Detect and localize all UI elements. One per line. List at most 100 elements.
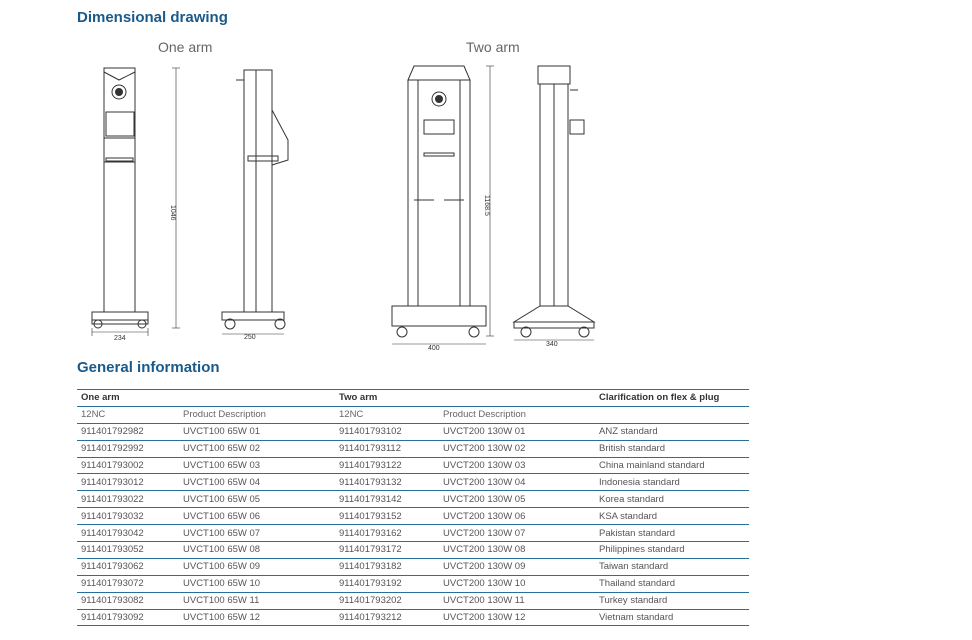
general-information-heading: General information <box>77 359 220 376</box>
one-arm-front-width-label: 234 <box>114 335 126 342</box>
two-arm-description-cell: UVCT200 130W 04 <box>439 473 595 492</box>
two-arm-description-cell: UVCT200 130W 07 <box>439 524 595 543</box>
one-arm-12nc-cell: 911401793022 <box>77 490 179 509</box>
one-arm-12nc-cell: 911401793082 <box>77 592 179 610</box>
dimensional-drawing-heading: Dimensional drawing <box>77 9 228 26</box>
general-information-table: One arm Two arm Clarification on flex & … <box>77 389 749 627</box>
header-blank <box>179 389 335 407</box>
two-arm-12nc-cell: 911401793132 <box>335 473 439 492</box>
clarification-cell: Pakistan standard <box>595 524 749 543</box>
two-arm-description-cell: UVCT200 130W 06 <box>439 507 595 526</box>
two-arm-description-cell: UVCT200 130W 01 <box>439 423 595 441</box>
one-arm-12nc-cell: 911401793072 <box>77 575 179 593</box>
two-arm-12nc-cell: 911401793102 <box>335 423 439 441</box>
two-arm-12nc-cell: 911401793212 <box>335 609 439 627</box>
one-arm-front-view: 234 1046 <box>91 67 180 342</box>
one-arm-12nc-cell: 911401793062 <box>77 558 179 576</box>
one-arm-12nc-cell: 911401793092 <box>77 609 179 627</box>
clarification-cell: Korea standard <box>595 490 749 509</box>
one-arm-description-cell: UVCT100 65W 10 <box>179 575 335 593</box>
two-arm-front-width-label: 400 <box>428 345 440 352</box>
clarification-cell: ANZ standard <box>595 423 749 441</box>
clarification-cell: Vietnam standard <box>595 609 749 627</box>
one-arm-side-width-label: 250 <box>244 334 256 341</box>
two-arm-description-cell: UVCT200 130W 03 <box>439 457 595 475</box>
subheader-product-description: Product Description <box>179 406 335 424</box>
one-arm-12nc-cell: 911401793012 <box>77 473 179 492</box>
one-arm-12nc-cell: 911401793052 <box>77 541 179 559</box>
one-arm-description-cell: UVCT100 65W 04 <box>179 473 335 492</box>
two-arm-12nc-cell: 911401793192 <box>335 575 439 593</box>
table-header-row: One arm Two arm Clarification on flex & … <box>77 389 749 407</box>
one-arm-12nc-cell: 911401793032 <box>77 507 179 526</box>
two-arm-12nc-cell: 911401793172 <box>335 541 439 559</box>
one-arm-12nc-cell: 911401792982 <box>77 423 179 441</box>
header-two-arm: Two arm <box>335 389 439 407</box>
subheader-12nc: 12NC <box>77 406 179 424</box>
two-arm-12nc-cell: 911401793122 <box>335 457 439 475</box>
two-arm-description-cell: UVCT200 130W 09 <box>439 558 595 576</box>
one-arm-description-cell: UVCT100 65W 03 <box>179 457 335 475</box>
one-arm-description-cell: UVCT100 65W 12 <box>179 609 335 627</box>
two-arm-description-cell: UVCT200 130W 10 <box>439 575 595 593</box>
clarification-cell: KSA standard <box>595 507 749 526</box>
two-arm-12nc-cell: 911401793182 <box>335 558 439 576</box>
one-arm-description-cell: UVCT100 65W 02 <box>179 440 335 458</box>
two-arm-description-cell: UVCT200 130W 08 <box>439 541 595 559</box>
one-arm-12nc-cell: 911401793002 <box>77 457 179 475</box>
clarification-cell: Philippines standard <box>595 541 749 559</box>
one-arm-height-label: 1046 <box>169 205 176 221</box>
clarification-cell: Thailand standard <box>595 575 749 593</box>
subheader-blank <box>595 406 749 424</box>
subheader-12nc: 12NC <box>335 406 439 424</box>
one-arm-description-cell: UVCT100 65W 08 <box>179 541 335 559</box>
clarification-cell: British standard <box>595 440 749 458</box>
clarification-cell: Turkey standard <box>595 592 749 610</box>
two-arm-12nc-cell: 911401793142 <box>335 490 439 509</box>
two-arm-height-label: 1168.5 <box>483 195 490 216</box>
two-arm-12nc-cell: 911401793112 <box>335 440 439 458</box>
two-arm-12nc-cell: 911401793162 <box>335 524 439 543</box>
table-subheader-row: 12NC Product Description 12NC Product De… <box>77 406 749 424</box>
two-arm-side-width-label: 340 <box>546 341 558 348</box>
two-arm-description-cell: UVCT200 130W 12 <box>439 609 595 627</box>
clarification-cell: Taiwan standard <box>595 558 749 576</box>
two-arm-12nc-cell: 911401793152 <box>335 507 439 526</box>
clarification-cell: China mainland standard <box>595 457 749 475</box>
one-arm-side-view: 250 <box>221 69 289 341</box>
one-arm-description-cell: UVCT100 65W 09 <box>179 558 335 576</box>
one-arm-description-cell: UVCT100 65W 11 <box>179 592 335 610</box>
one-arm-description-cell: UVCT100 65W 05 <box>179 490 335 509</box>
header-clarification: Clarification on flex & plug <box>595 389 749 407</box>
two-arm-side-view: 340 <box>512 65 596 348</box>
one-arm-caption: One arm <box>158 39 213 55</box>
subheader-product-description: Product Description <box>439 406 595 424</box>
two-arm-description-cell: UVCT200 130W 11 <box>439 592 595 610</box>
header-blank <box>439 389 595 407</box>
one-arm-description-cell: UVCT100 65W 06 <box>179 507 335 526</box>
one-arm-description-cell: UVCT100 65W 07 <box>179 524 335 543</box>
two-arm-description-cell: UVCT200 130W 05 <box>439 490 595 509</box>
one-arm-description-cell: UVCT100 65W 01 <box>179 423 335 441</box>
dimensional-drawings: 234 1046 250 400 1168.5 <box>91 65 596 352</box>
two-arm-description-cell: UVCT200 130W 02 <box>439 440 595 458</box>
clarification-cell: Indonesia standard <box>595 473 749 492</box>
two-arm-12nc-cell: 911401793202 <box>335 592 439 610</box>
two-arm-front-view: 400 1168.5 <box>391 65 494 352</box>
one-arm-12nc-cell: 911401792992 <box>77 440 179 458</box>
two-arm-caption: Two arm <box>466 39 520 55</box>
header-one-arm: One arm <box>77 389 179 407</box>
one-arm-12nc-cell: 911401793042 <box>77 524 179 543</box>
